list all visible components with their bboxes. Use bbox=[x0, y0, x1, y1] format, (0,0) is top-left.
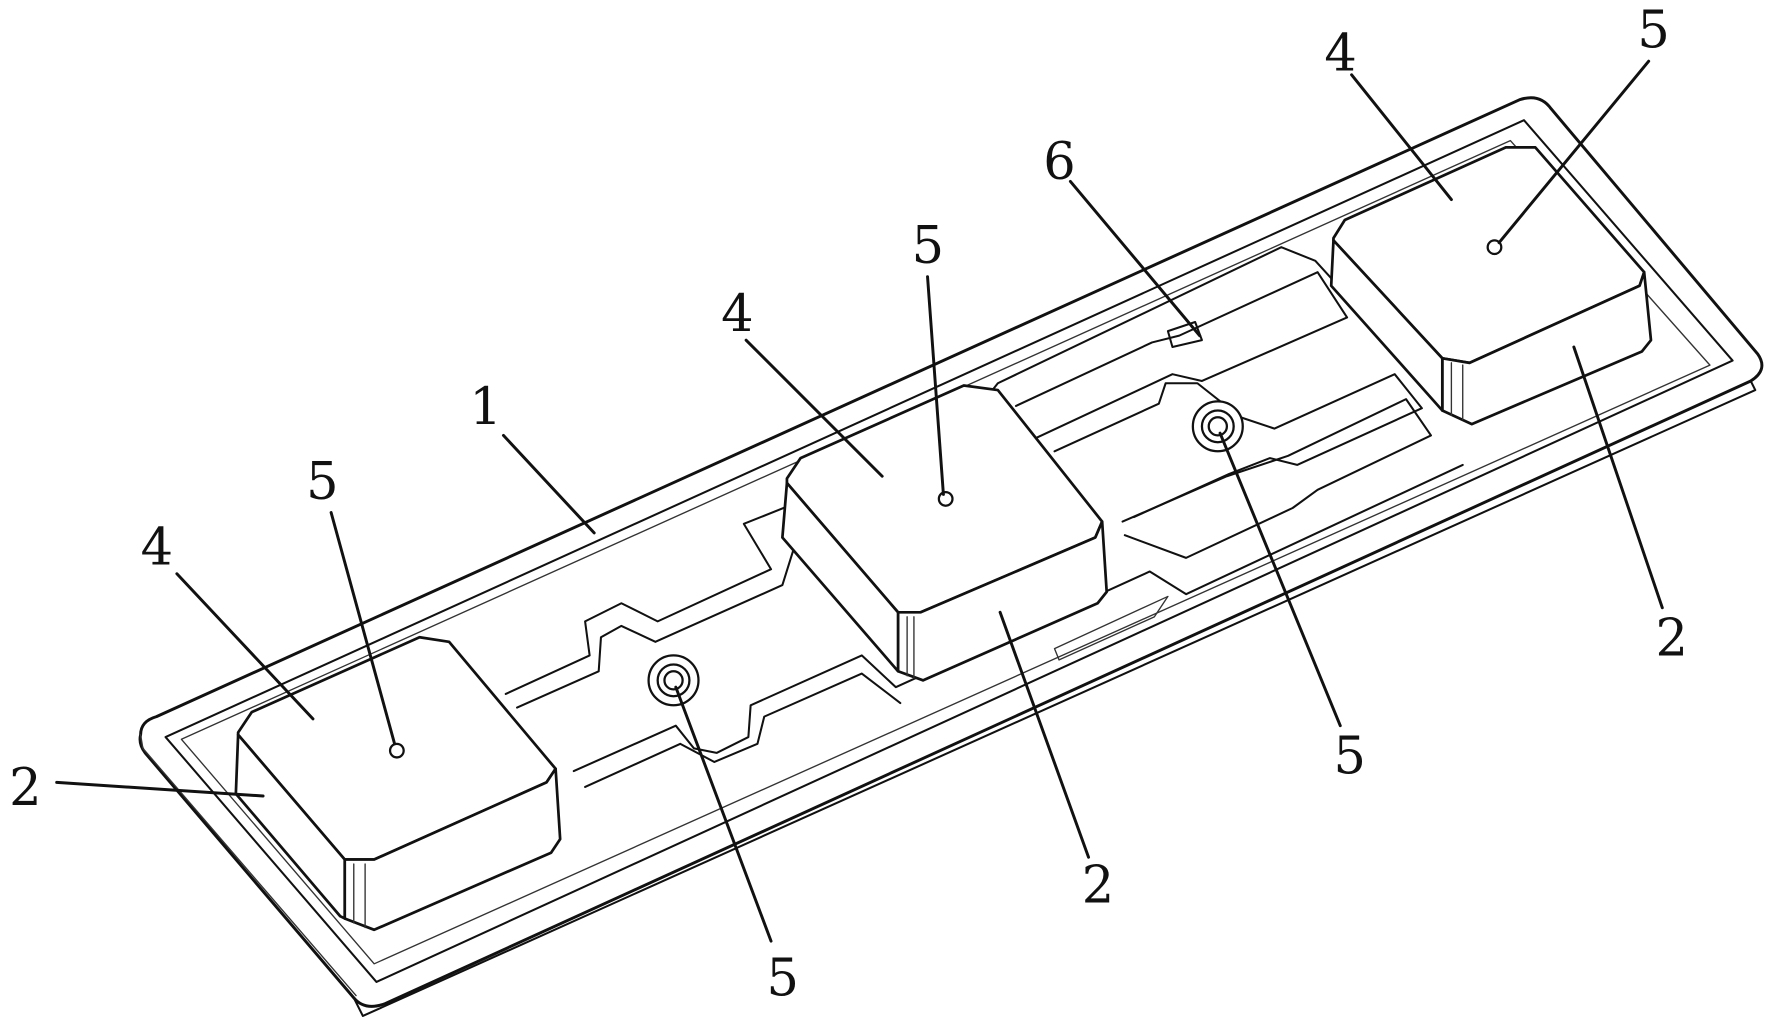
label-tray: 1 bbox=[469, 378, 501, 437]
cushion-left-hole bbox=[390, 744, 404, 758]
leader-tray bbox=[503, 435, 594, 533]
label-end-face-left: 2 bbox=[9, 759, 41, 818]
cushion-middle-hole bbox=[939, 492, 953, 506]
label-cushion-right-face: 2 bbox=[1655, 609, 1687, 668]
boss-right bbox=[1193, 401, 1243, 451]
label-hole-left-bottom: 5 bbox=[767, 950, 799, 1009]
label-cushion-middle-face: 2 bbox=[1082, 857, 1114, 916]
label-rib: 6 bbox=[1043, 133, 1075, 192]
boss-left bbox=[649, 655, 699, 705]
label-hole-left-top: 5 bbox=[306, 453, 338, 512]
label-hole-middle-top: 5 bbox=[912, 217, 944, 276]
label-top-right: 4 bbox=[1324, 24, 1356, 83]
label-top-left: 4 bbox=[141, 519, 173, 578]
label-hole-right-top: 5 bbox=[1637, 2, 1669, 61]
boss-left-hole bbox=[664, 671, 682, 689]
label-top-middle: 4 bbox=[721, 285, 753, 344]
boss-right-hole bbox=[1209, 417, 1227, 435]
label-hole-right-bottom: 5 bbox=[1333, 727, 1365, 786]
